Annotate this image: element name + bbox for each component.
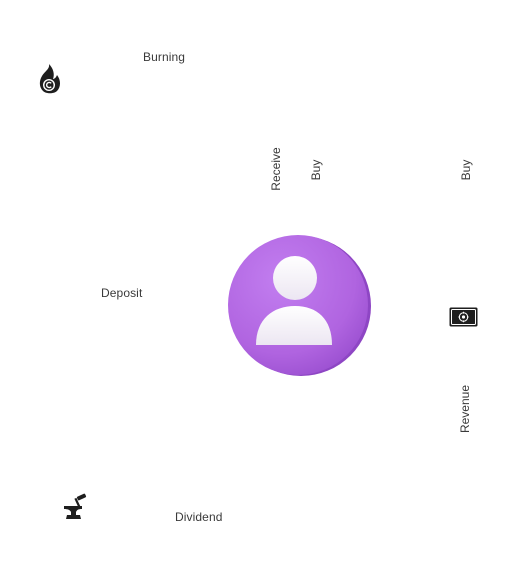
anvil-hammer-icon xyxy=(62,493,88,521)
label-dividend: Dividend xyxy=(175,510,223,524)
label-buy-left: Buy xyxy=(309,159,323,181)
label-deposit: Deposit xyxy=(101,286,143,300)
label-buy-right: Buy xyxy=(459,159,473,181)
label-receive: Receive xyxy=(269,147,283,191)
label-burning: Burning xyxy=(143,50,186,64)
user-avatar-icon xyxy=(226,235,372,377)
label-revenue: Revenue xyxy=(458,384,472,434)
safe-vault-icon xyxy=(449,307,478,327)
flame-copyright-icon xyxy=(36,63,64,95)
